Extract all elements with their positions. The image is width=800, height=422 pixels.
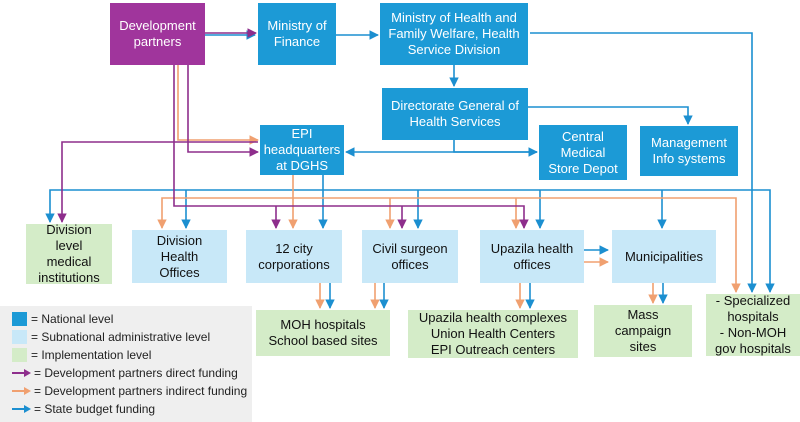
orange-arrow-icon: [12, 387, 31, 395]
direct-funding-connectors: [57, 28, 529, 229]
ministry-finance-box: Ministry of Finance: [258, 3, 336, 65]
legend-direct-label: = Development partners direct funding: [34, 366, 238, 380]
national-swatch: [12, 312, 27, 326]
state-connector: [528, 106, 693, 125]
upazila-complexes-box: Upazila health complexes Union Health Ce…: [408, 310, 578, 358]
city-corporations-box: 12 city corporations: [246, 230, 342, 283]
upazila-offices-box: Upazila health offices: [480, 230, 584, 283]
division-health-offices-box: Division Health Offices: [132, 230, 227, 283]
direct-connector: [173, 65, 529, 229]
legend-direct: = Development partners direct funding: [12, 365, 238, 381]
legend-state: = State budget funding: [12, 401, 155, 417]
indirect-connector: [293, 197, 741, 293]
state-connector: [45, 189, 323, 223]
legend-subnational: = Subnational administrative level: [12, 329, 210, 345]
mass-campaign-box: Mass campaign sites: [594, 305, 692, 357]
blue-arrow-icon: [12, 405, 31, 413]
legend-subnational-label: = Subnational administrative level: [31, 330, 211, 344]
purple-arrow-icon: [12, 369, 31, 377]
legend-implementation: = Implementation level: [12, 347, 151, 363]
legend-state-label: = State budget funding: [34, 402, 156, 416]
division-institutions-box: Division level medical institutions: [26, 222, 112, 285]
direct-connector: [187, 65, 259, 157]
epi-hq-box: EPI headquarters at DGHS: [260, 125, 344, 175]
legend-national: = National level: [12, 311, 113, 327]
dghs-box: Directorate General of Health Services: [382, 88, 528, 140]
specialized-hospitals-box: - Specialized hospitals - Non-MOH gov ho…: [706, 293, 800, 356]
mis-box: Management Info systems: [640, 126, 738, 176]
legend-implementation-label: = Implementation level: [31, 348, 152, 362]
moh-hospitals-box: MOH hospitals School based sites: [256, 310, 390, 356]
legend-indirect: = Development partners indirect funding: [12, 383, 247, 399]
legend-indirect-label: = Development partners indirect funding: [34, 384, 248, 398]
subnational-swatch: [12, 330, 27, 344]
civil-surgeon-box: Civil surgeon offices: [362, 230, 458, 283]
state-connector: [530, 32, 757, 293]
development-partners-box: Development partners: [110, 3, 205, 65]
legend: = National level = Subnational administr…: [0, 306, 252, 422]
state-connector: [323, 189, 775, 293]
municipalities-box: Municipalities: [612, 230, 716, 283]
mohfw-box: Ministry of Health and Family Welfare, H…: [380, 3, 528, 65]
legend-national-label: = National level: [31, 312, 114, 326]
state-connector: [453, 140, 538, 157]
indirect-funding-connectors: [157, 65, 741, 309]
direct-connector: [57, 141, 258, 223]
indirect-connector: [157, 197, 293, 229]
cmsd-box: Central Medical Store Depot: [539, 125, 627, 180]
state-budget-connectors: [45, 30, 775, 309]
implementation-swatch: [12, 348, 27, 362]
indirect-connector: [177, 65, 259, 145]
